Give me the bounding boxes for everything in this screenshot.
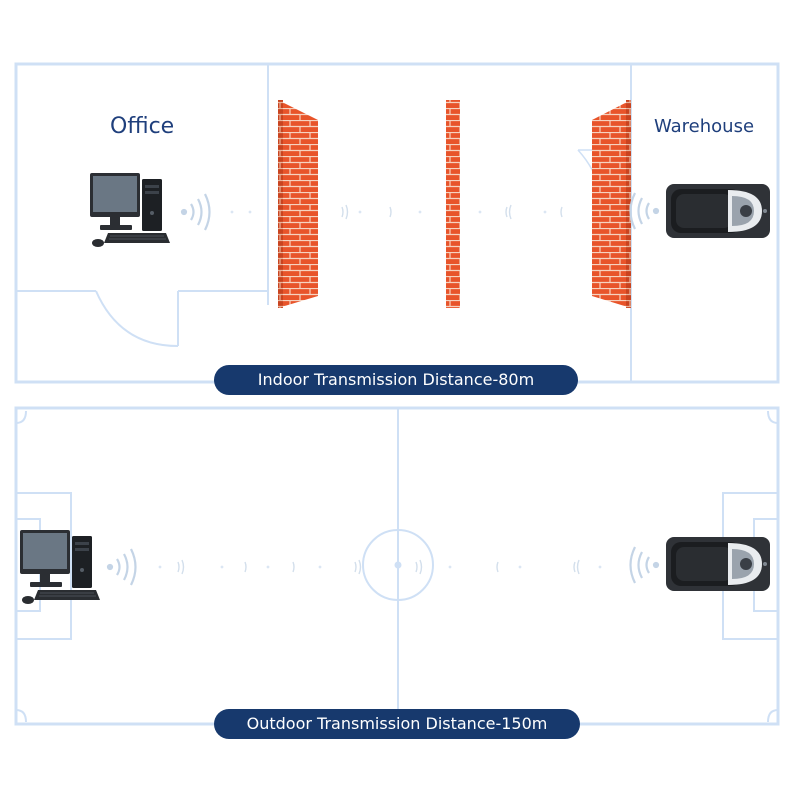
outdoor-computer-icon: [19, 529, 101, 605]
office-computer-icon: [89, 172, 171, 248]
outdoor-distance-badge: Outdoor Transmission Distance-150m: [214, 709, 580, 739]
office-label: Office: [110, 114, 175, 139]
brick-wall-right: [592, 100, 631, 308]
indoor-scene: [14, 62, 780, 384]
indoor-distance-badge: Indoor Transmission Distance-80m: [214, 365, 578, 395]
signal-path-outdoor: [158, 565, 602, 569]
soccer-field-lines: [15, 408, 779, 724]
outdoor-camera-icon: [666, 537, 770, 591]
signal-waves-outdoor-camera-icon: [629, 546, 660, 584]
signal-pulses-indoor: [341, 204, 563, 220]
outdoor-scene: [14, 406, 780, 726]
signal-waves-computer-icon: [180, 193, 211, 231]
signal-waves-camera-icon: [629, 192, 660, 230]
signal-pulses-outdoor: [177, 559, 580, 575]
warehouse-label: Warehouse: [654, 116, 755, 137]
brick-wall-left: [278, 100, 318, 308]
brick-wall-center: [446, 100, 460, 308]
office-floor-plan: [16, 290, 268, 347]
warehouse-camera-icon: [666, 184, 770, 238]
signal-path-indoor: [230, 210, 547, 214]
signal-waves-outdoor-computer-icon: [106, 548, 137, 586]
